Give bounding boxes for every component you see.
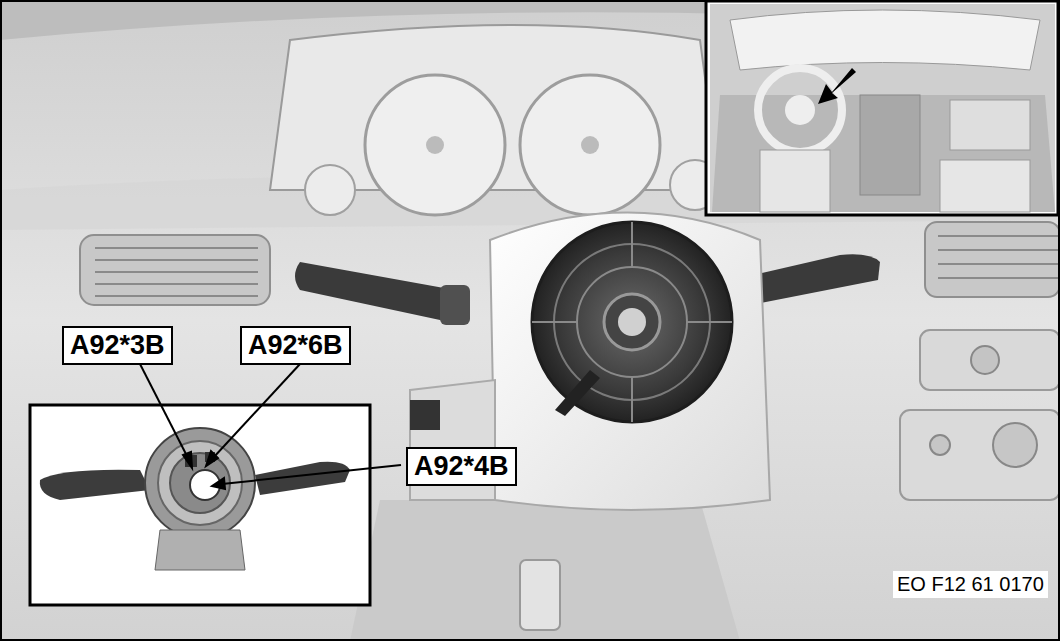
figure-code: EO F12 61 0170 <box>893 571 1048 598</box>
callout-label: A92*4B <box>414 453 509 480</box>
callout-box: A92*4B <box>406 447 517 486</box>
callout-box: A92*3B <box>62 326 173 365</box>
callout-label: A92*6B <box>248 332 343 359</box>
callout-box: A92*6B <box>240 326 351 365</box>
callout-label: A92*3B <box>70 332 165 359</box>
